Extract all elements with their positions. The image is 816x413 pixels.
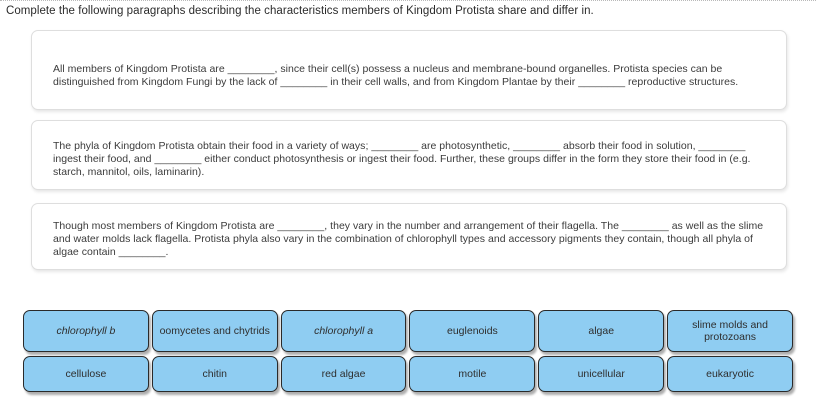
answer-tile-chitin[interactable]: chitin (151, 356, 278, 392)
answer-tile-algae[interactable]: algae (538, 310, 665, 352)
answer-tile-unicellular[interactable]: unicellular (538, 356, 665, 392)
paragraph-panel-3: Though most members of Kingdom Protista … (31, 203, 787, 270)
paragraph-text-3: Though most members of Kingdom Protista … (53, 220, 764, 259)
answer-tile-eukaryotic[interactable]: eukaryotic (667, 356, 793, 392)
paragraph-panel-2: The phyla of Kingdom Protista obtain the… (31, 120, 787, 190)
answer-tile-chlorophyll-a[interactable]: chlorophyll a (280, 310, 407, 352)
answer-tile-tray: chlorophyll b oomycetes and chytrids chl… (23, 310, 793, 396)
answer-tile-oomycetes-and-chytrids[interactable]: oomycetes and chytrids (151, 310, 278, 352)
answer-tile-row-1: chlorophyll b oomycetes and chytrids chl… (23, 310, 793, 352)
paragraph-panel-1: All members of Kingdom Protista are ____… (31, 30, 787, 110)
answer-tile-row-2: cellulose chitin red algae motile unicel… (23, 356, 793, 392)
paragraph-text-1: All members of Kingdom Protista are ____… (53, 63, 739, 89)
paragraph-text-2: The phyla of Kingdom Protista obtain the… (53, 140, 751, 179)
answer-tile-motile[interactable]: motile (409, 356, 536, 392)
answer-tile-cellulose[interactable]: cellulose (23, 356, 149, 392)
page-title: Complete the following paragraphs descri… (6, 5, 594, 17)
answer-tile-slime-molds-and-protozoans[interactable]: slime molds and protozoans (667, 310, 793, 352)
answer-tile-euglenoids[interactable]: euglenoids (409, 310, 536, 352)
answer-tile-chlorophyll-b[interactable]: chlorophyll b (23, 310, 149, 352)
top-divider (0, 0, 816, 2)
answer-tile-red-algae[interactable]: red algae (280, 356, 407, 392)
